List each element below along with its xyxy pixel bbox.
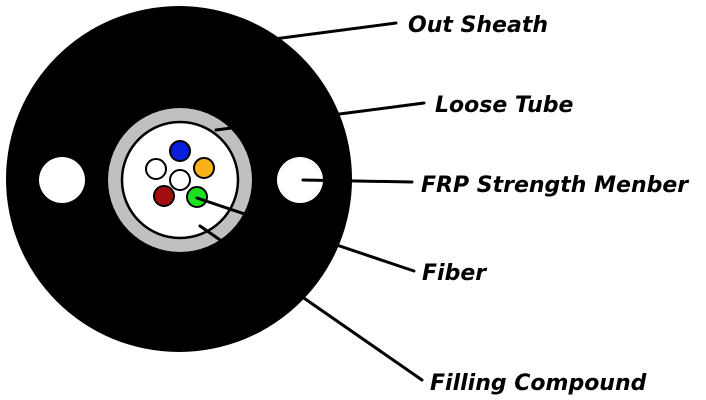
leader-filling [198, 224, 424, 382]
fiber-blue [169, 140, 191, 162]
fiber-white-left [145, 158, 167, 180]
label-fiber: Fiber [422, 261, 487, 286]
leader-frp [301, 178, 414, 184]
frp-strength-member-left [39, 157, 85, 203]
label-filling: Filling Compound [430, 371, 647, 396]
label-out-sheath: Out Sheath [408, 13, 548, 38]
label-frp: FRP Strength Menber [421, 173, 689, 198]
label-loose-tube: Loose Tube [435, 93, 574, 118]
leader-loose-tube [214, 101, 426, 132]
leader-fiber [195, 196, 416, 273]
frp-strength-member-right [277, 157, 323, 203]
fiber-white-center [169, 169, 191, 191]
leader-out-sheath [188, 21, 398, 52]
fiber-orange [193, 157, 215, 179]
fibers [145, 140, 215, 208]
fiber-red [153, 185, 175, 207]
